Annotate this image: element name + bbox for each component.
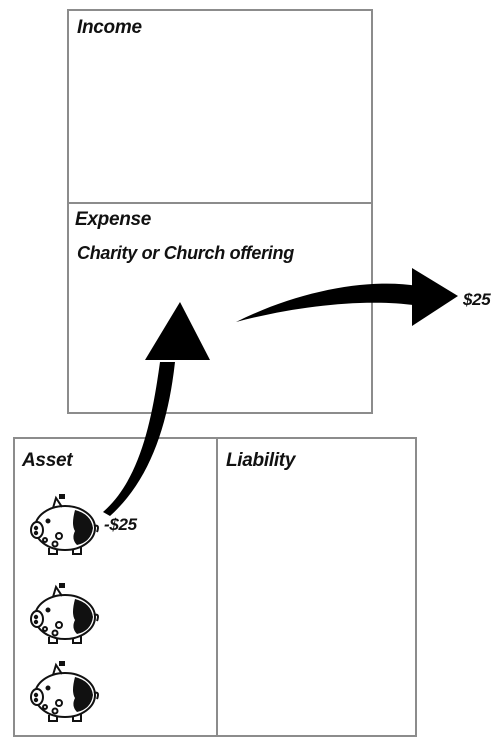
asset-label: Asset bbox=[22, 450, 73, 471]
arrow-expense-to-right bbox=[236, 283, 420, 322]
income-label: Income bbox=[77, 17, 142, 38]
liability-box bbox=[216, 437, 417, 737]
liability-label: Liability bbox=[226, 450, 296, 471]
asset-change-label: -$25 bbox=[104, 515, 137, 534]
piggy-bank-icon bbox=[30, 494, 99, 555]
expense-box bbox=[67, 202, 373, 414]
income-box bbox=[67, 9, 373, 204]
expense-label: Expense bbox=[75, 209, 152, 230]
piggy-bank-icon bbox=[30, 583, 99, 644]
piggy-bank-icon bbox=[30, 661, 99, 722]
transfer-amount-label: $25 bbox=[463, 290, 491, 309]
arrow-head-right bbox=[412, 268, 458, 326]
expense-item-label: Charity or Church offering bbox=[77, 243, 294, 263]
arrow-asset-to-expense bbox=[103, 362, 175, 516]
arrow-head-up bbox=[145, 302, 210, 360]
